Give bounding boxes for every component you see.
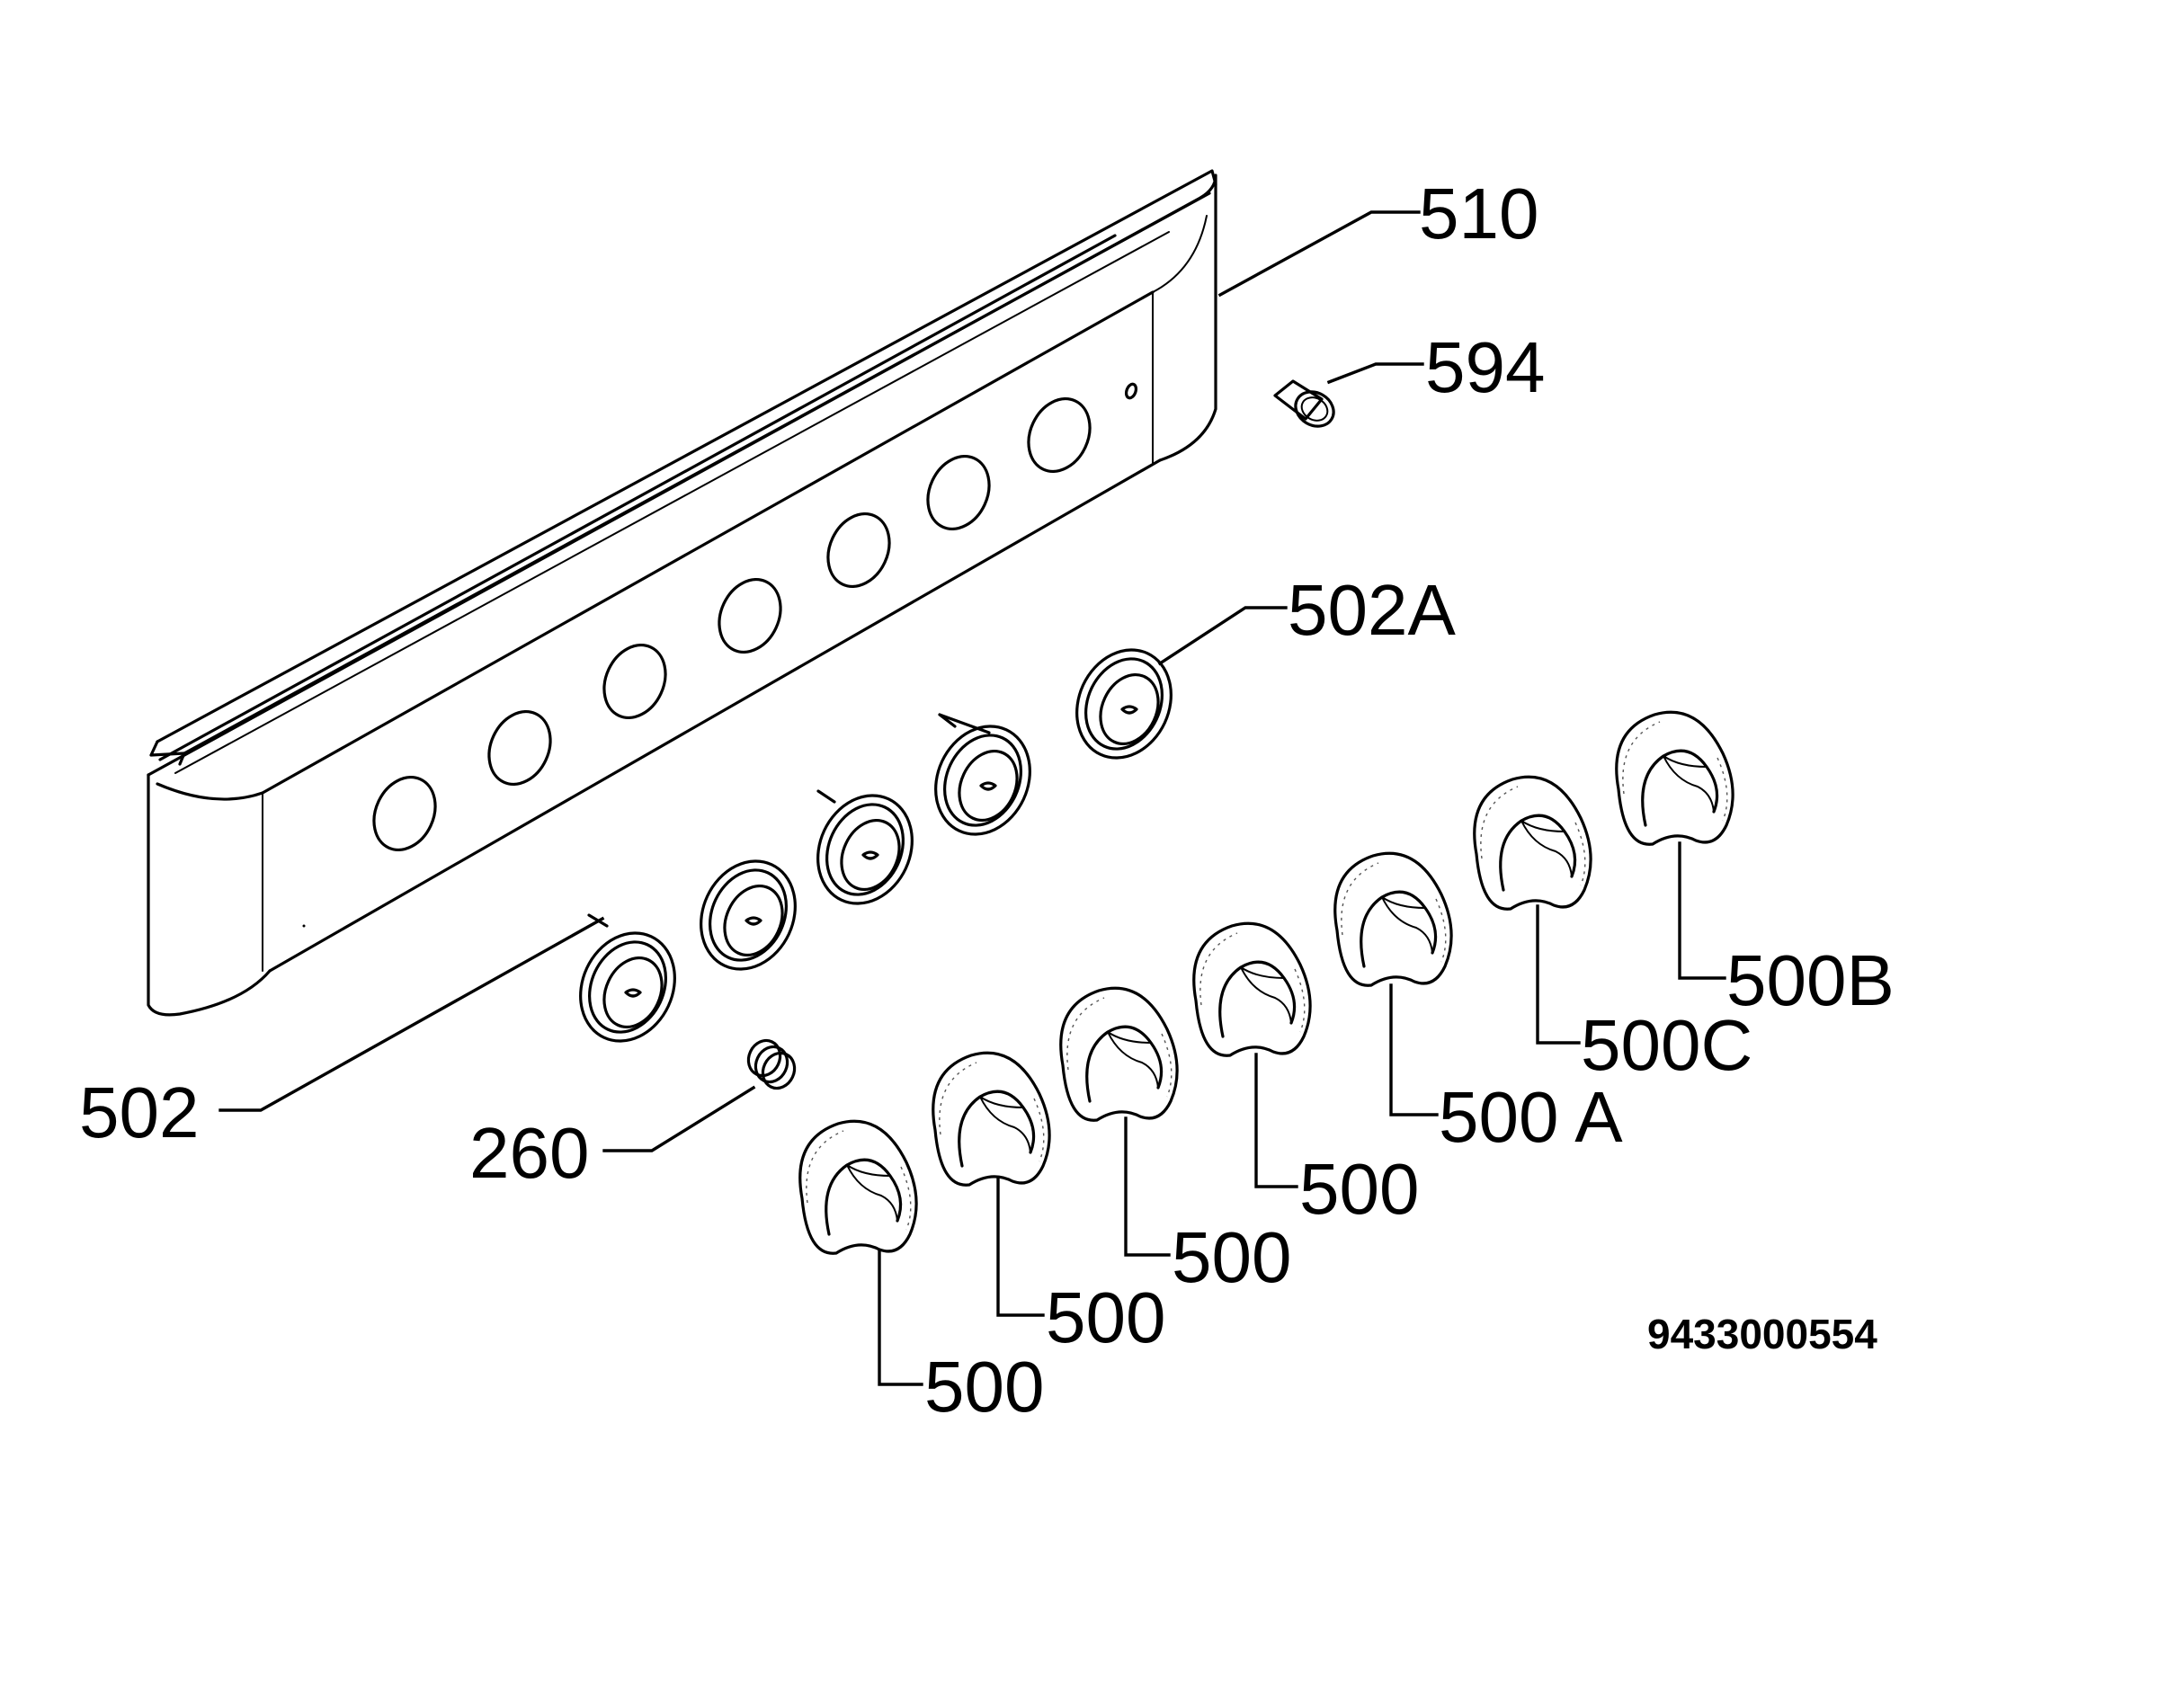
indicator-lens-part (1273, 379, 1335, 428)
callout-594: 594 (1425, 327, 1545, 407)
callouts: 510 594 502A 502 260 500 500 500 500 500… (79, 173, 1895, 1427)
control-panel-part (147, 169, 1217, 1017)
knob (1473, 775, 1592, 911)
callout-260: 260 (469, 1113, 589, 1193)
spring-part (746, 1038, 797, 1090)
knob (798, 1119, 918, 1255)
control-knobs-part (798, 710, 1734, 1255)
leader-500-1 (878, 1250, 923, 1386)
bezel-ring (934, 725, 1031, 836)
bezel-rings-part (579, 648, 1173, 1043)
leader-500B (1678, 841, 1726, 980)
callout-500B: 500B (1726, 940, 1895, 1020)
bezel-ring (700, 859, 797, 971)
callout-500C: 500C (1581, 1005, 1752, 1085)
knob (1333, 851, 1453, 987)
callout-500-1: 500 (924, 1347, 1044, 1427)
knob (1615, 710, 1734, 846)
callout-510: 510 (1419, 173, 1538, 254)
leader-594 (1326, 362, 1424, 385)
leader-lines (218, 210, 1726, 1386)
leader-500C (1536, 904, 1581, 1045)
leader-500-3 (1124, 1116, 1171, 1257)
bezel-ring (579, 931, 676, 1043)
callout-500-4: 500 (1299, 1149, 1419, 1229)
leader-500-2 (996, 1178, 1045, 1317)
document-number: 9433000554 (1647, 1311, 1877, 1357)
leader-510 (1217, 210, 1421, 298)
callout-502: 502 (79, 1072, 199, 1152)
leader-260 (602, 1085, 756, 1152)
bezel-ring-single (1075, 648, 1173, 760)
callout-500-3: 500 (1172, 1217, 1291, 1297)
callout-502A: 502A (1288, 570, 1456, 650)
leader-502A (1157, 606, 1288, 666)
bezel-ring (816, 794, 914, 905)
leader-500-4 (1254, 1053, 1298, 1188)
callout-500-2: 500 (1046, 1277, 1165, 1357)
leader-500A (1389, 983, 1439, 1116)
leader-502 (218, 916, 605, 1112)
knob (1059, 986, 1179, 1122)
callout-500A: 500 A (1439, 1077, 1623, 1157)
knob (1192, 921, 1312, 1057)
knob (932, 1051, 1051, 1187)
